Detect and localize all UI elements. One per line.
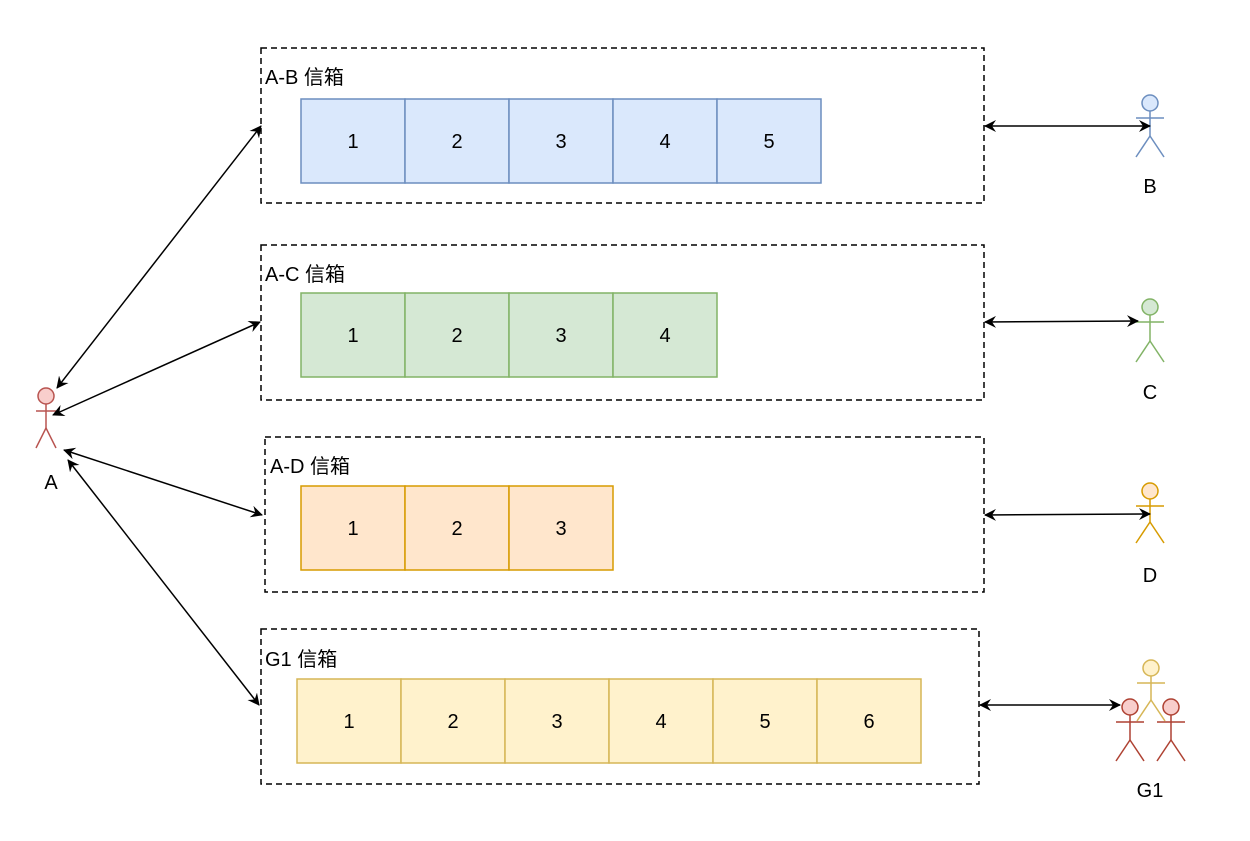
mailbox-cell [404,292,510,378]
mailbox-g1-cells: 1 2 3 4 5 6 [296,678,922,764]
mailbox-ad-title: A-D 信箱 [270,455,350,478]
mailbox-cell [816,678,922,764]
actor-c-icon [1135,298,1165,363]
actor-g1-icon [1115,659,1186,762]
mailbox-cell-label: 1 [347,325,358,347]
mailbox-cell-label: 6 [863,711,874,733]
mailbox-cell [300,292,406,378]
mailbox-cell-label: 3 [551,711,562,733]
g1-member-right-icon [1156,698,1186,762]
actor-b-label: B [1143,176,1156,198]
mailbox-ac-frame [260,244,985,401]
mailbox-cell-label: 1 [343,711,354,733]
connector-a-g1 [67,459,260,706]
mailbox-cell [612,292,718,378]
actor-d-icon [1135,482,1165,544]
connector-a-ad [63,447,263,518]
mailbox-ab-cells: 1 2 3 4 5 [300,98,822,184]
mailbox-cell-label: 3 [555,325,566,347]
mailbox-cell [612,98,718,184]
mailbox-cell-label: 2 [451,325,462,347]
mailbox-cell [300,485,406,571]
mailbox-cell-label: 4 [659,325,670,347]
mailbox-cell [504,678,610,764]
mailbox-cell [508,98,614,184]
mailbox-cell-label: 4 [659,131,670,153]
actor-g1-label: G1 [1137,780,1164,802]
mailbox-cell-label: 2 [447,711,458,733]
g1-member-top-icon [1136,659,1166,722]
actor-d-label: D [1143,565,1157,587]
mailbox-cell [712,678,818,764]
g1-member-left-icon [1115,698,1145,762]
mailbox-cell-label: 3 [555,131,566,153]
mailbox-ac-cells: 1 2 3 4 [300,292,718,378]
mailbox-g1-title: G1 信箱 [265,648,337,671]
mailbox-ab-title: A-B 信箱 [265,66,344,89]
connector-a-ac [52,321,261,416]
connector-a-ab [56,125,262,389]
mailbox-ac-title: A-C 信箱 [265,263,345,286]
mailbox-ad-frame [264,436,985,593]
mailbox-cell-label: 4 [655,711,666,733]
mailbox-ad-cells: 1 2 3 [300,485,614,571]
mailbox-cell-label: 2 [451,131,462,153]
mailbox-cell [508,485,614,571]
connector-ad-d [984,508,1151,521]
mailbox-cell-label: 1 [347,518,358,540]
mailbox-cell-label: 2 [451,518,462,540]
mailbox-cell-label: 3 [555,518,566,540]
connector-ac-c [984,315,1139,328]
actor-a-label: A [44,472,58,494]
actor-a-icon [35,387,57,449]
mailbox-cell [404,98,510,184]
mailbox-cell [300,98,406,184]
actor-c-label: C [1143,382,1157,404]
mailbox-cell [400,678,506,764]
mailbox-cell-label: 5 [759,711,770,733]
mailbox-cell-label: 1 [347,131,358,153]
mailbox-cell [296,678,402,764]
mailbox-cell-label: 5 [763,131,774,153]
mailbox-cell [716,98,822,184]
mailbox-cell [608,678,714,764]
